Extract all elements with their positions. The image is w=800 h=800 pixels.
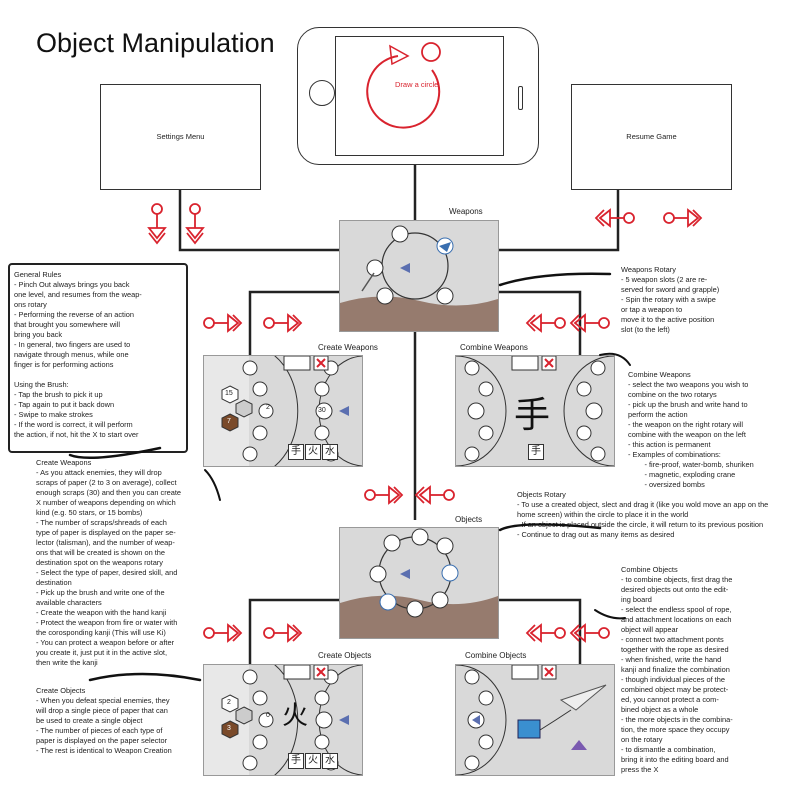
create-objects-rotary — [204, 665, 362, 775]
gesture-arrow-cmw-2 — [569, 313, 610, 333]
gesture-arrow-mid-2 — [414, 485, 455, 505]
page-title: Object Manipulation — [36, 28, 275, 58]
combine-weapons-panel: 手 手 — [455, 355, 615, 467]
objects-panel-label: Objects — [455, 515, 483, 524]
create-weapons-rotary — [204, 356, 362, 466]
object-multiplier: 0 — [266, 712, 270, 719]
gesture-arrow-co-1 — [203, 623, 243, 643]
combine-objects-board — [456, 665, 607, 775]
gesture-arrow-co-2 — [263, 623, 303, 643]
weapons-panel-label: Weapons — [449, 207, 483, 216]
create-weapons-label: Create Weapons — [318, 343, 378, 352]
objects-panel — [339, 527, 499, 639]
combine-objects-text: Combine Objects - to combine objects, fi… — [621, 565, 733, 774]
objects-rotary — [340, 528, 498, 638]
gesture-arrow-cw-2 — [263, 313, 303, 333]
center-kanji: 火 — [282, 701, 309, 731]
line-resume-to-weapons — [498, 190, 620, 252]
active-slot-count: 30 — [318, 407, 326, 414]
paper-count-a: 15 — [225, 390, 233, 397]
gesture-arrow-cmo-2 — [569, 623, 610, 643]
phone-home-button — [309, 80, 335, 106]
line-to-create-weapons — [248, 290, 340, 355]
combine-objects-panel — [455, 664, 615, 776]
gesture-arrow-cw-1 — [203, 313, 243, 333]
weapons-rotary-text: Weapons Rotary - 5 weapon slots (2 are r… — [621, 265, 720, 334]
resume-game-box[interactable]: Resume Game — [571, 84, 732, 190]
pinch-down-arrow-2 — [185, 203, 205, 245]
create-weapons-panel: 15 7 2 30 手 火 水 — [203, 355, 363, 467]
draw-circle-label: Draw a circle — [395, 80, 439, 89]
paper-count-b: 3 — [227, 725, 231, 732]
kanji-fire[interactable]: 火 — [305, 444, 321, 460]
line-to-create-objects — [248, 598, 340, 665]
kanji-hand[interactable]: 手 — [288, 444, 304, 460]
combine-weapons-text: Combine Weapons - select the two weapons… — [628, 370, 754, 489]
kanji-water[interactable]: 水 — [322, 753, 338, 769]
line-to-combine-objects — [498, 598, 582, 665]
create-weapons-text: Create Weapons - As you attack enemies, … — [36, 458, 182, 667]
phone-device — [297, 27, 539, 165]
general-rules-note — [8, 263, 188, 453]
line-settings-to-weapons — [178, 190, 340, 252]
create-objects-label: Create Objects — [318, 651, 372, 660]
gesture-arrow-cmw-1 — [525, 313, 566, 333]
kanji-hand[interactable]: 手 — [528, 444, 544, 460]
combine-weapons-label: Combine Weapons — [460, 343, 528, 352]
general-rules-text: General Rules - Pinch Out always brings … — [14, 270, 142, 439]
resume-game-label: Resume Game — [626, 132, 677, 141]
objects-rotary-text: Objects Rotary - To use a created object… — [517, 490, 769, 539]
combine-weapons-rotaries — [456, 356, 614, 466]
gesture-arrow-mid-1 — [364, 485, 404, 505]
phone-screen — [335, 36, 504, 156]
settings-menu-box[interactable]: Settings Menu — [100, 84, 261, 190]
create-objects-text: Create Objects - When you defeat special… — [36, 686, 172, 755]
weapons-panel — [339, 220, 499, 332]
settings-menu-label: Settings Menu — [156, 132, 205, 141]
kanji-water[interactable]: 水 — [322, 444, 338, 460]
pinch-down-arrow-1 — [147, 203, 167, 245]
create-objects-panel: 2 3 0 火 手 火 水 — [203, 664, 363, 776]
paper-count-a: 2 — [227, 699, 231, 706]
swipe-left-arrow — [594, 208, 635, 228]
kanji-hand[interactable]: 手 — [288, 753, 304, 769]
kanji-fire[interactable]: 火 — [305, 753, 321, 769]
paper-count-b: 7 — [227, 418, 231, 425]
phone-speaker — [518, 86, 523, 110]
gesture-arrow-cmo-1 — [525, 623, 566, 643]
line-to-combine-weapons — [498, 290, 582, 355]
combine-objects-label: Combine Objects — [465, 651, 527, 660]
center-kanji: 手 — [514, 395, 551, 436]
swipe-right-arrow — [663, 208, 703, 228]
weapons-rotary — [340, 225, 498, 331]
weapon-multiplier: 2 — [266, 404, 270, 411]
